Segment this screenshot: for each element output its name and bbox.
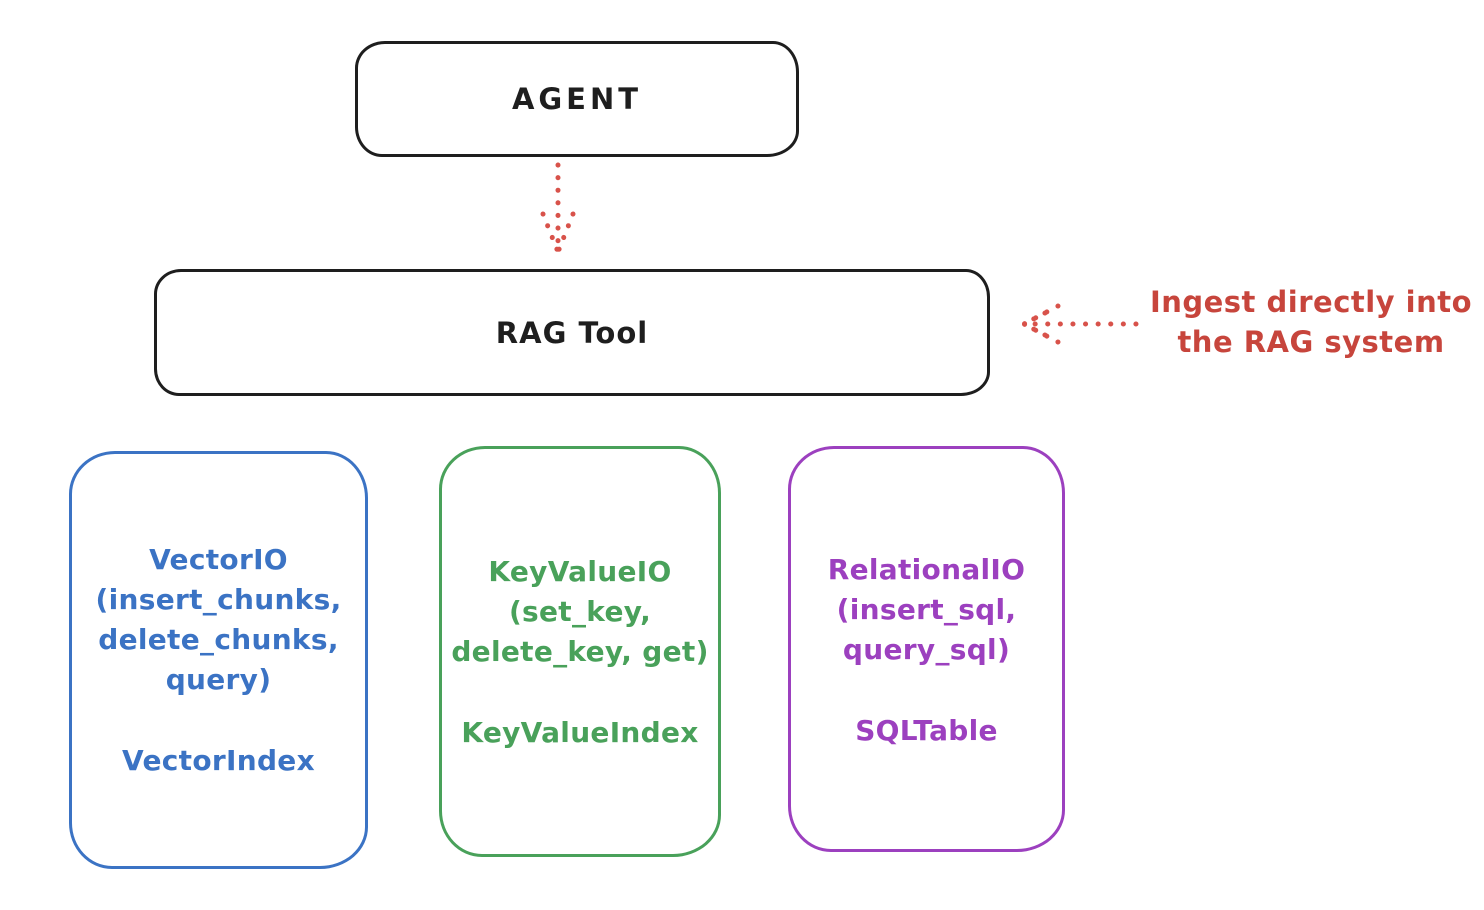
ingest-annotation: Ingest directly into the RAG system [1138, 282, 1484, 362]
ingest-annotation-line2: the RAG system [1177, 325, 1445, 359]
keyvalueio-box: KeyValueIO (set_key, delete_key, get) Ke… [439, 446, 721, 857]
relationalio-box: RelationalIO (insert_sql, query_sql) SQL… [788, 446, 1065, 852]
agent-label: AGENT [511, 82, 643, 116]
ingest-annotation-line1: Ingest directly into [1149, 285, 1473, 319]
keyvalueio-method-line: (set_key, [508, 595, 652, 628]
keyvalueio-method-line: delete_key, get) [451, 635, 709, 668]
ingest-arrow-icon [1021, 303, 1139, 345]
vectorio-box: VectorIO (insert_chunks, delete_chunks, … [69, 451, 368, 869]
vectorio-method-line: (insert_chunks, [95, 583, 342, 616]
rag-tool-node: RAG Tool [154, 269, 990, 396]
vectorio-index-label: VectorIndex [122, 744, 315, 777]
keyvalueio-text: KeyValueIO (set_key, delete_key, get) Ke… [442, 552, 718, 753]
spacer [442, 672, 718, 713]
agent-to-ragtool-arrow-icon [540, 162, 576, 255]
keyvalueio-title-line: KeyValueIO [488, 555, 672, 588]
vectorio-method-line: delete_chunks, [98, 623, 339, 656]
relationalio-text: RelationalIO (insert_sql, query_sql) SQL… [791, 550, 1062, 751]
vectorio-title-line: VectorIO [149, 543, 288, 576]
vectorio-text: VectorIO (insert_chunks, delete_chunks, … [72, 540, 365, 781]
spacer [791, 670, 1062, 711]
relationalio-title-line: RelationalIO [827, 553, 1026, 586]
relationalio-method-line: (insert_sql, [836, 593, 1017, 626]
vectorio-method-line: query) [165, 663, 272, 696]
agent-node: AGENT [355, 41, 799, 157]
relationalio-index-label: SQLTable [855, 714, 998, 747]
keyvalueio-index-label: KeyValueIndex [461, 716, 699, 749]
rag-tool-label: RAG Tool [495, 315, 649, 350]
relationalio-method-line: query_sql) [842, 633, 1011, 666]
spacer [72, 700, 365, 741]
